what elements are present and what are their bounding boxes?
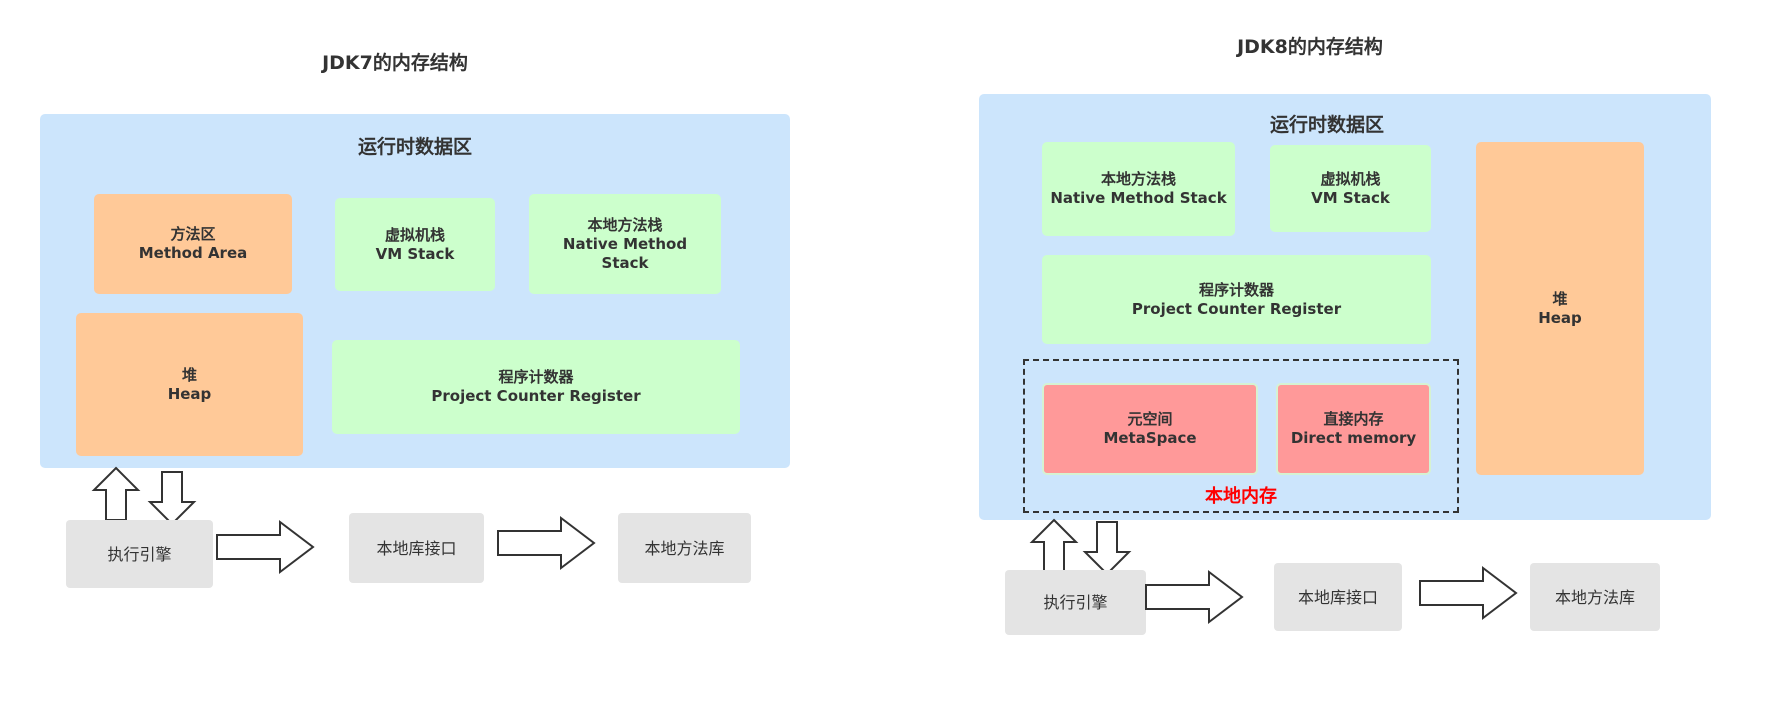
jdk8-pc-register-en: Project Counter Register xyxy=(1131,299,1342,318)
jdk7-method-area-cn: 方法区 xyxy=(170,225,216,243)
jdk7-heap-cn: 堆 xyxy=(181,365,197,384)
jdk7-up-arrow xyxy=(91,466,141,521)
jdk7-native-stack-en1: Native Method xyxy=(562,234,688,253)
jdk8-metaspace: 元空间 MetaSpace xyxy=(1042,383,1258,475)
jdk7-vm-stack-cn: 虚拟机栈 xyxy=(384,225,445,244)
jdk7-down-arrow xyxy=(147,471,197,526)
jdk7-native-stack-en2: Stack xyxy=(601,253,649,272)
jdk7-runtime-data-area-title: 运行时数据区 xyxy=(357,136,472,158)
jdk8-metaspace-cn: 元空间 xyxy=(1127,410,1173,428)
jdk8-direct-memory-cn: 直接内存 xyxy=(1323,410,1384,428)
jdk7-vm-stack: 虚拟机栈 VM Stack xyxy=(335,198,495,291)
jdk8-native-stack-en: Native Method Stack xyxy=(1050,189,1227,207)
jdk8-vm-stack: 虚拟机栈 VM Stack xyxy=(1270,145,1431,232)
jdk8-vm-stack-en: VM Stack xyxy=(1311,188,1390,207)
jdk8-native-interface: 本地库接口 xyxy=(1274,563,1402,631)
jdk7-heap-en: Heap xyxy=(167,384,212,403)
jdk7-vm-stack-en: VM Stack xyxy=(375,244,455,263)
jdk7-pc-register-cn: 程序计数器 xyxy=(498,368,574,386)
jdk8-runtime-data-area-title: 运行时数据区 xyxy=(1269,114,1384,136)
jdk8-direct-memory-en: Direct memory xyxy=(1290,429,1417,447)
jdk8-metaspace-en: MetaSpace xyxy=(1103,429,1197,447)
jdk8-vm-stack-cn: 虚拟机栈 xyxy=(1320,169,1381,188)
jdk7-heap: 堆 Heap xyxy=(76,313,303,456)
jdk8-title: JDK8的内存结构 xyxy=(1237,36,1383,58)
jdk7-pc-register: 程序计数器 Project Counter Register xyxy=(332,340,740,434)
jdk8-heap: 堆 Heap xyxy=(1476,142,1644,475)
jdk8-native-library: 本地方法库 xyxy=(1530,563,1660,631)
jdk7-native-interface: 本地库接口 xyxy=(349,513,484,583)
jdk8-pc-register: 程序计数器 Project Counter Register xyxy=(1042,255,1431,344)
jdk7-arrow-engine-to-interface xyxy=(216,519,315,575)
jdk8-native-memory-label: 本地内存 xyxy=(1205,486,1277,507)
jdk8-execution-engine: 执行引擎 xyxy=(1005,570,1146,635)
jdk8-native-memory-boundary xyxy=(1023,359,1459,513)
jdk8-pc-register-cn: 程序计数器 xyxy=(1198,280,1274,299)
jdk8-direct-memory: 直接内存 Direct memory xyxy=(1276,383,1431,475)
jdk7-method-area-en: Method Area xyxy=(138,244,248,262)
jdk7-title: JDK7的内存结构 xyxy=(322,52,468,74)
jdk7-pc-register-en: Project Counter Register xyxy=(431,387,641,405)
jdk7-arrow-interface-to-library xyxy=(497,515,596,571)
jdk7-execution-engine: 执行引擎 xyxy=(66,520,213,588)
jdk8-heap-cn: 堆 xyxy=(1552,289,1568,308)
jdk8-heap-en: Heap xyxy=(1538,308,1582,327)
jdk7-native-library: 本地方法库 xyxy=(618,513,751,583)
jdk8-arrow-engine-to-interface xyxy=(1145,569,1244,625)
jdk7-method-area: 方法区 Method Area xyxy=(94,194,292,294)
jdk7-native-stack-cn: 本地方法栈 xyxy=(587,215,663,234)
jdk7-native-method-stack: 本地方法栈 Native Method Stack xyxy=(529,194,721,294)
jdk8-arrow-interface-to-library xyxy=(1419,565,1518,621)
jdk8-native-method-stack: 本地方法栈 Native Method Stack xyxy=(1042,142,1235,236)
jdk8-up-arrow xyxy=(1029,518,1079,573)
jdk8-down-arrow xyxy=(1082,521,1132,576)
jdk8-native-stack-cn: 本地方法栈 xyxy=(1100,170,1176,188)
